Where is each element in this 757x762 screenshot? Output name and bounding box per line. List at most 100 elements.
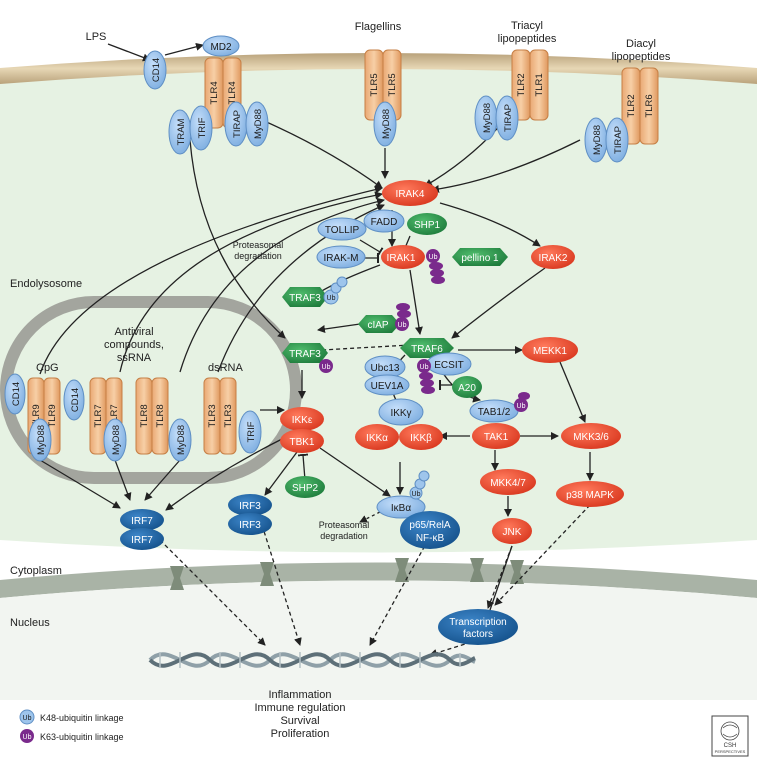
ligand-cpg: CpG [36,362,59,374]
outcome-immune-regulation: Immune regulation [254,702,345,714]
svg-text:IRF7: IRF7 [131,535,153,546]
svg-text:TAK1: TAK1 [484,432,509,443]
svg-text:Ub: Ub [412,491,421,498]
jnk-node: JNK [492,518,532,544]
svg-text:MyD88: MyD88 [36,425,47,455]
ligand-lps: LPS [86,31,107,43]
svg-text:MKK3/6: MKK3/6 [573,432,609,443]
svg-text:TLR8: TLR8 [139,404,150,427]
svg-text:Transcription: Transcription [449,617,506,628]
myd88-tlr2-6: MyD88 [584,117,608,163]
svg-text:MyD88: MyD88 [253,109,264,139]
svg-text:FADD: FADD [371,217,398,228]
cd14-endosomal-left: CD14 [4,373,26,415]
svg-text:IKKγ: IKKγ [390,408,411,419]
svg-text:pellino 1: pellino 1 [461,253,499,264]
trif-endosomal: TRIF [238,410,262,454]
p38-mapk-node: p38 MAPK [556,481,624,507]
svg-text:SHP1: SHP1 [414,220,441,231]
svg-text:A20: A20 [458,383,476,394]
svg-text:NF-κB: NF-κB [416,533,445,544]
traf3-lower-node: TRAF3 Ub [282,343,333,373]
md2: MD2 [202,35,240,57]
svg-text:IKKβ: IKKβ [410,433,432,444]
svg-text:Ub: Ub [398,322,407,329]
nuclear-pores [170,558,524,590]
irak4-node: IRAK4 [382,180,438,206]
svg-text:TLR7: TLR7 [109,404,120,427]
irak1-ub-chain: Ub [426,249,445,284]
tlr5-pair: TLR5 TLR5 [364,49,402,121]
proteasomal-lower-line2: degradation [320,531,368,541]
traf6-ub-chain: Ub [417,359,435,394]
svg-text:ECSIT: ECSIT [434,360,463,371]
svg-text:CSH: CSH [724,743,737,749]
svg-text:IRF3: IRF3 [239,520,261,531]
myd88-tlr9: MyD88 [28,418,52,462]
ligand-antiviral-line2: compounds, [104,339,164,351]
compartment-endolysosome: Endolysosome [10,278,82,290]
svg-text:IRF3: IRF3 [239,501,261,512]
myd88-tlr8: MyD88 [168,418,192,462]
svg-text:TLR1: TLR1 [534,73,545,96]
svg-text:TLR8: TLR8 [155,404,166,427]
svg-text:SHP2: SHP2 [292,483,319,494]
ciap-node: cIAP Ub [358,303,411,333]
svg-text:TLR2: TLR2 [626,94,637,117]
ligand-dsrna: dsRNA [208,362,244,374]
ikba-node: IκBα Ub [376,470,430,519]
ligand-diacyl-line1: Diacyl [626,38,656,50]
csh-perspectives-logo: CSH PERSPECTIVES [711,715,749,757]
svg-text:MyD88: MyD88 [381,109,392,139]
svg-text:K63-ubiquitin linkage: K63-ubiquitin linkage [40,732,124,742]
svg-text:Ub: Ub [23,715,32,722]
svg-text:MyD88: MyD88 [111,425,122,455]
svg-text:MEKK1: MEKK1 [533,346,567,357]
svg-text:TIRAP: TIRAP [613,126,624,154]
ligand-flagellins: Flagellins [355,21,402,33]
irak1-node: IRAK1 [381,245,425,269]
svg-text:TLR3: TLR3 [207,404,218,427]
svg-text:TRAF3: TRAF3 [289,349,321,360]
mekk1-node: MEKK1 [522,337,578,363]
svg-text:Ub: Ub [517,403,526,410]
svg-text:TLR2: TLR2 [516,73,527,96]
svg-text:TRIF: TRIF [197,117,208,138]
svg-text:CD14: CD14 [151,58,162,82]
svg-text:TIRAP: TIRAP [232,110,243,138]
outcome-proliferation: Proliferation [271,728,330,740]
svg-text:TRAF6: TRAF6 [411,344,443,355]
proteasomal-top-line2: degradation [234,251,282,261]
ligand-diacyl-line2: lipopeptides [612,51,671,63]
nuclear-membrane [0,562,757,598]
myd88-tlr7: MyD88 [103,418,127,462]
svg-text:IKKε: IKKε [292,415,313,426]
nucleus-area [0,580,757,700]
svg-text:MyD88: MyD88 [482,103,493,133]
ikk-alpha-node: IKKα [355,424,399,450]
irak-m-node: IRAK-M [316,245,366,269]
mkk36-node: MKK3/6 [561,423,621,449]
svg-text:IKKα: IKKα [366,433,388,444]
svg-text:TLR4: TLR4 [227,81,238,104]
svg-text:TLR4: TLR4 [209,81,220,104]
tollip-node: TOLLIP [317,217,367,241]
svg-text:IRAK2: IRAK2 [539,253,568,264]
svg-text:TAB1/2: TAB1/2 [478,407,511,418]
irf3-node-upper: IRF3 [228,494,272,516]
svg-text:K48-ubiquitin linkage: K48-ubiquitin linkage [40,713,124,723]
tirap-adaptor: TIRAP [224,101,248,147]
svg-text:cIAP: cIAP [367,320,388,331]
svg-text:p65/RelA: p65/RelA [409,520,450,531]
tab12-node: TAB1/2 Ub [469,392,530,423]
legend-k48: Ub K48-ubiquitin linkage [19,709,124,725]
irf7-node-upper: IRF7 [120,509,164,531]
ligand-triacyl-line1: Triacyl [511,20,543,32]
svg-text:TRAF3: TRAF3 [289,293,321,304]
svg-text:TLR7: TLR7 [93,404,104,427]
svg-text:IRAK-M: IRAK-M [324,253,359,264]
tirap-tlr2-1: TIRAP [495,95,519,141]
svg-text:IRF7: IRF7 [131,516,153,527]
tbk1-node: TBK1 [280,429,324,453]
